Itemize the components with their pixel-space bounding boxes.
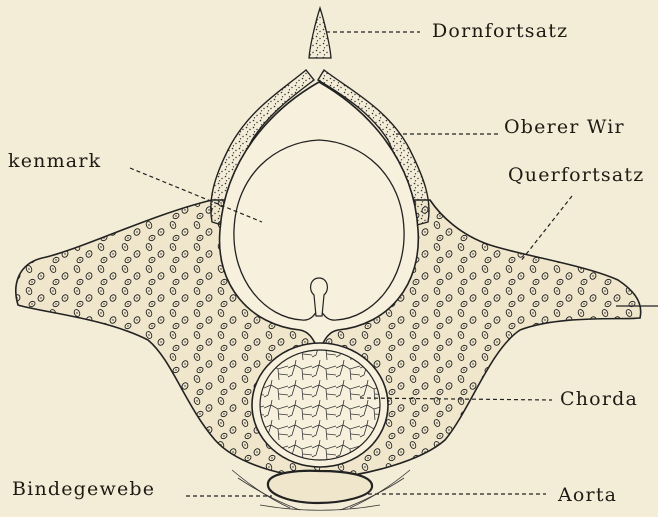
label-aorta: Aorta — [558, 486, 617, 505]
label-dornfortsatz: Dornfortsatz — [432, 22, 568, 41]
label-oberer-wirbel: Oberer Wir — [504, 118, 625, 137]
label-rueckenmark: kenmark — [8, 152, 101, 171]
aorta — [268, 471, 372, 503]
spinous-process — [309, 8, 331, 58]
label-querfortsatz: Querfortsatz — [508, 166, 644, 185]
label-chorda: Chorda — [560, 390, 638, 409]
leader-querfortsatz — [520, 196, 572, 262]
chorda — [260, 350, 380, 460]
label-bindegewebe: Bindegewebe — [12, 480, 155, 499]
